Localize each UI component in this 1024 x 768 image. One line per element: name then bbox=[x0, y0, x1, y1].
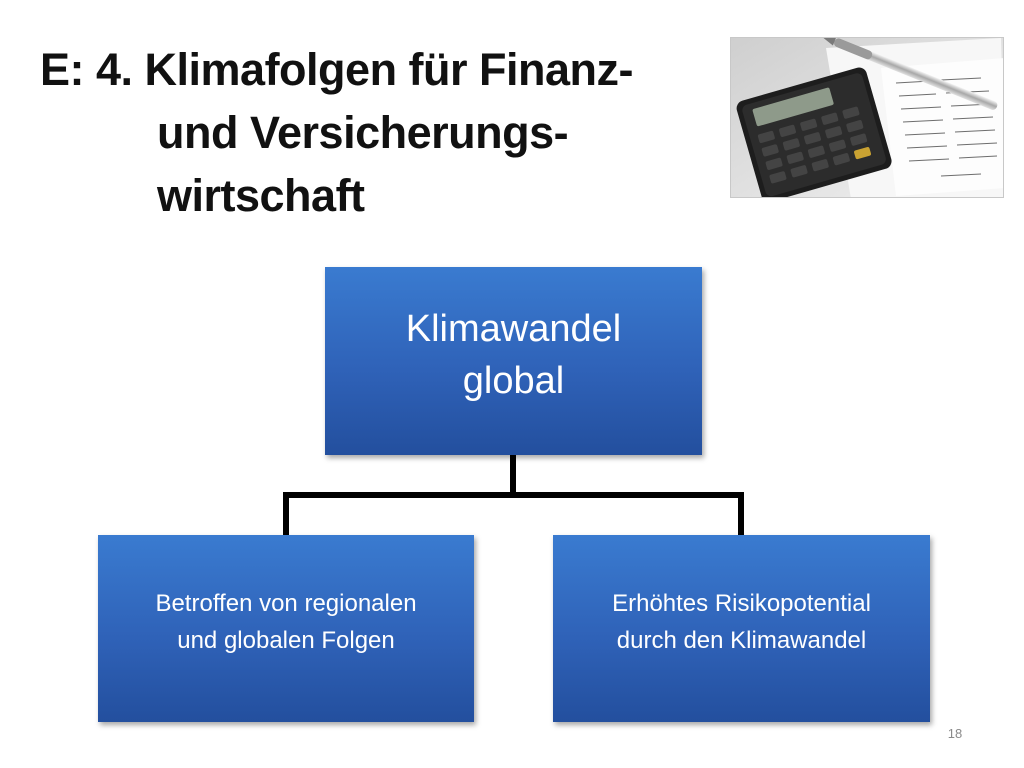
root-node-klimawandel-global: Klimawandel global bbox=[325, 267, 702, 455]
child-node-line: durch den Klimawandel bbox=[616, 626, 867, 654]
title-line-1: E: 4. Klimafolgen für Finanz- bbox=[40, 44, 634, 95]
root-node-line: Klimawandel bbox=[405, 308, 622, 350]
child-node-betroffen: Betroffen von regionalen und globalen Fo… bbox=[98, 535, 474, 722]
connector-branch bbox=[283, 492, 744, 535]
pen-icon bbox=[820, 38, 998, 110]
child-node-line: und globalen Folgen bbox=[177, 626, 395, 654]
child-node-risikopotential: Erhöhtes Risikopotential durch den Klima… bbox=[553, 535, 930, 722]
title-line-2: und Versicherungs- bbox=[157, 107, 569, 158]
root-node-label: Klimawandel global bbox=[406, 303, 621, 407]
calculator-photo bbox=[730, 37, 1004, 198]
calculator-icon bbox=[736, 67, 892, 197]
calculator-on-papers-icon bbox=[731, 38, 1003, 197]
child-node-label: Betroffen von regionalen und globalen Fo… bbox=[155, 585, 416, 659]
child-node-line: Erhöhtes Risikopotential bbox=[612, 589, 871, 617]
child-node-line: Betroffen von regionalen bbox=[155, 589, 417, 617]
root-node-line: global bbox=[462, 360, 565, 402]
title-line-3: wirtschaft bbox=[157, 170, 365, 221]
slide-title: E: 4. Klimafolgen für Finanz- und Versic… bbox=[40, 38, 740, 227]
child-node-label: Erhöhtes Risikopotential durch den Klima… bbox=[612, 585, 871, 659]
page-number: 18 bbox=[947, 726, 963, 741]
